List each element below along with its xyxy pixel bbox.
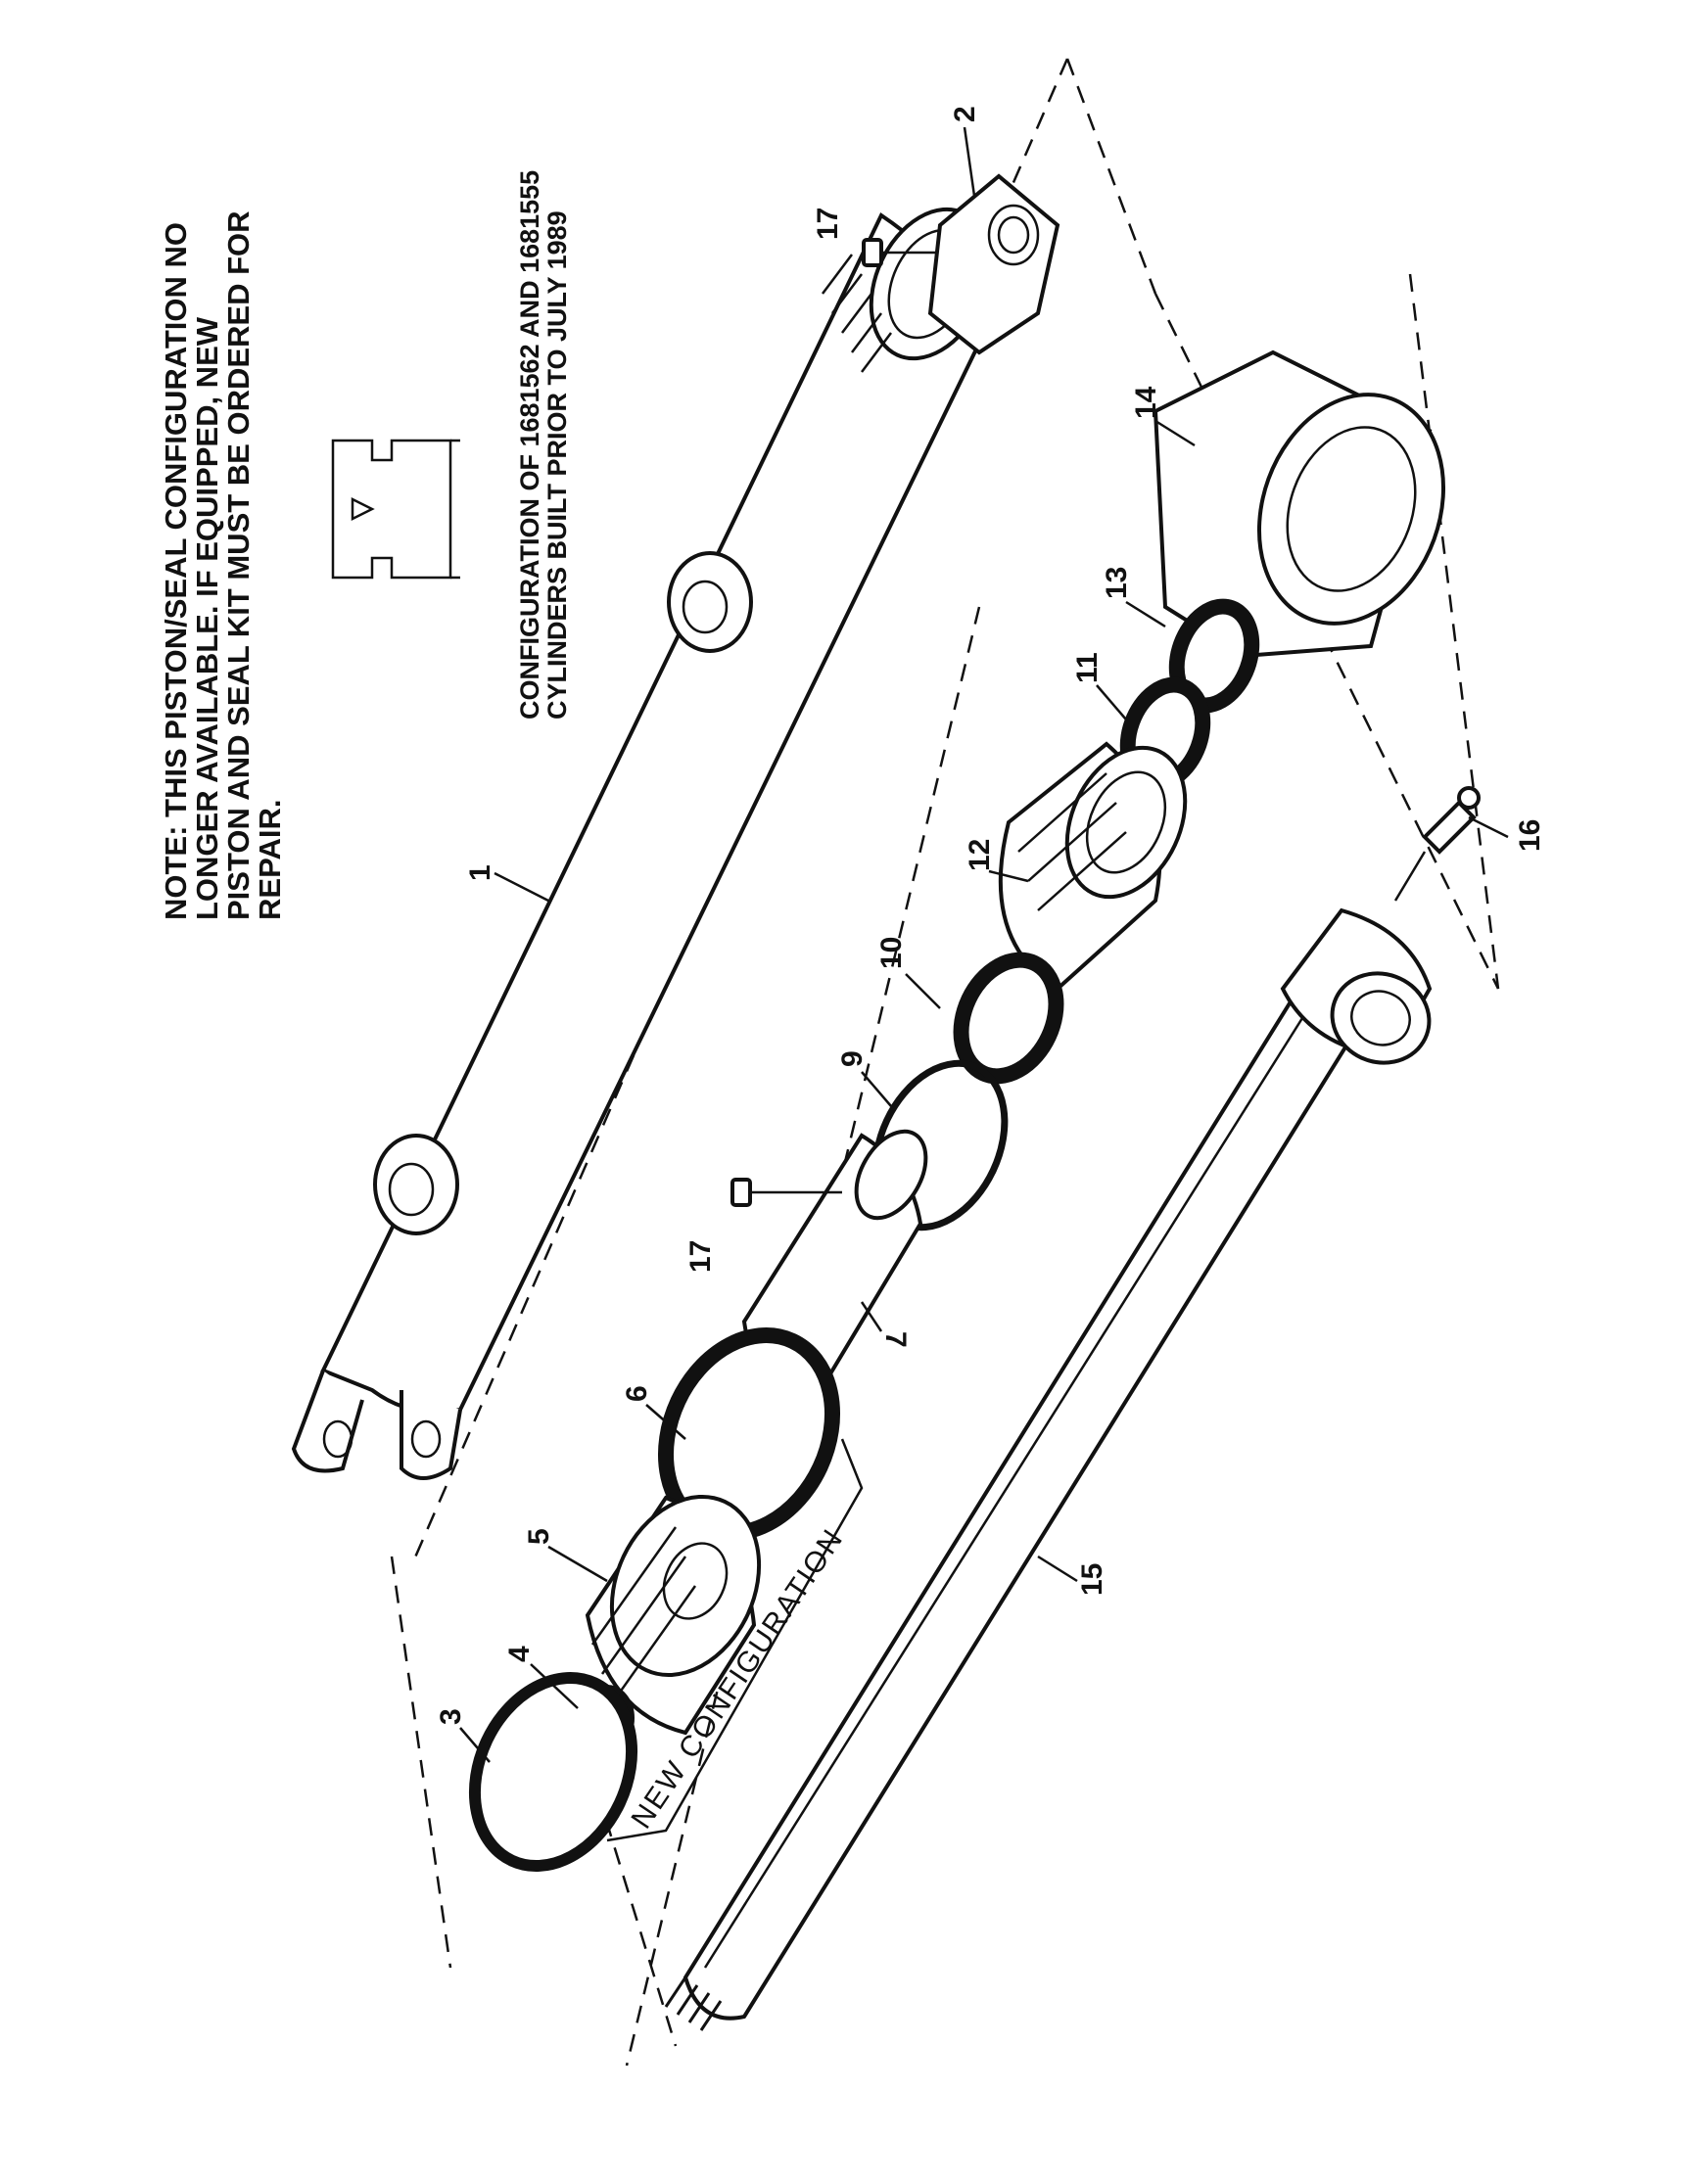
piston-rod xyxy=(664,907,1433,2031)
note-line-3: PISTON AND SEAL KIT MUST BE ORDERED FOR xyxy=(221,210,256,920)
callout-1: 1 xyxy=(464,864,496,881)
callout-11: 11 xyxy=(1071,652,1104,683)
note-block: NOTE: THIS PISTON/SEAL CONFIGURATION NO … xyxy=(159,210,287,920)
piston-section-symbol xyxy=(331,439,460,580)
callout-7: 7 xyxy=(879,1331,912,1348)
piston xyxy=(585,1494,762,1736)
callout-2: 2 xyxy=(949,106,981,122)
callout-labels: 1 2 3 4 5 6 7 9 10 11 12 13 14 15 16 17 … xyxy=(435,106,1546,1725)
callout-9: 9 xyxy=(836,1050,869,1067)
callout-17-lower: 17 xyxy=(684,1240,717,1273)
callout-6: 6 xyxy=(621,1385,653,1402)
callout-16: 16 xyxy=(1514,819,1546,852)
callout-17-upper: 17 xyxy=(812,208,844,240)
note-line-1: NOTE: THIS PISTON/SEAL CONFIGURATION NO xyxy=(159,222,193,920)
callout-14: 14 xyxy=(1130,386,1162,419)
grease-fitting xyxy=(1393,786,1481,902)
configuration-caption: CONFIGURATION OF 1681562 AND 1681555 CYL… xyxy=(515,170,572,720)
callout-15: 15 xyxy=(1076,1563,1108,1596)
callout-4: 4 xyxy=(503,1646,536,1662)
gland-nut xyxy=(1153,349,1446,659)
hex-nut xyxy=(927,173,1060,355)
callout-5: 5 xyxy=(523,1528,555,1545)
callout-10: 10 xyxy=(875,937,908,969)
callout-13: 13 xyxy=(1101,567,1133,599)
rod-guide xyxy=(998,741,1188,992)
cylinder-barrel xyxy=(291,207,992,1480)
configuration-line-1: CONFIGURATION OF 1681562 AND 1681555 xyxy=(515,170,544,720)
leader-lines xyxy=(459,126,1509,1763)
seal-ring xyxy=(468,1671,638,1873)
callout-12: 12 xyxy=(964,839,996,871)
note-line-4: REPAIR. xyxy=(253,800,287,920)
set-screw-upper xyxy=(862,238,935,267)
set-screw-lower xyxy=(730,1178,842,1207)
note-line-2: LONGER AVAILABLE. IF EQUIPPED, NEW xyxy=(190,316,224,920)
callout-3: 3 xyxy=(435,1708,467,1725)
configuration-line-2: CYLINDERS BUILT PRIOR TO JULY 1989 xyxy=(542,210,572,720)
